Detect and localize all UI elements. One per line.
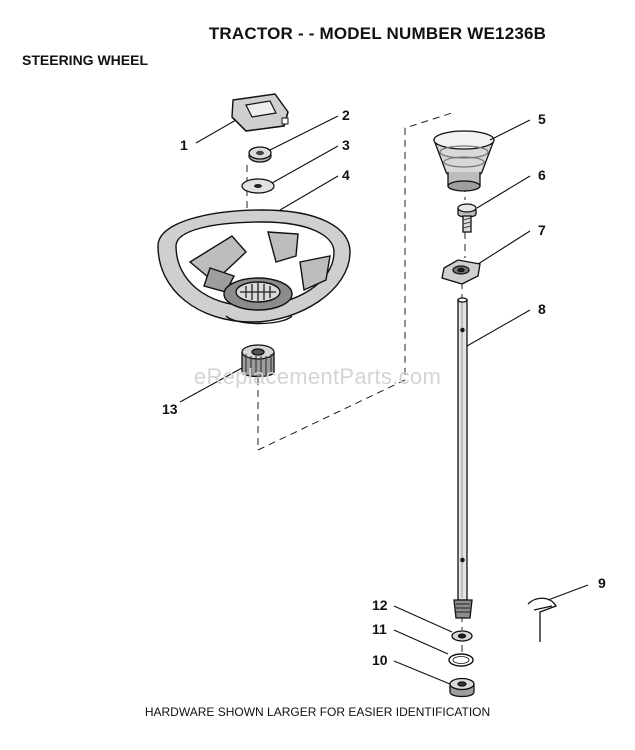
callout-6: 6 [538, 167, 546, 183]
callout-12: 12 [372, 597, 388, 613]
part-retaining-ring [448, 653, 474, 667]
part-cap [231, 93, 289, 132]
callout-10: 10 [372, 652, 388, 668]
part-adapter [241, 344, 275, 378]
part-bolt [457, 203, 477, 233]
part-lock-nut [449, 677, 475, 698]
assembly-guide-lines [246, 111, 466, 655]
part-bushing [441, 259, 481, 285]
part-washer-small [451, 630, 473, 642]
callout-2: 2 [342, 107, 350, 123]
callout-5: 5 [538, 111, 546, 127]
callout-3: 3 [342, 137, 350, 153]
part-nut [248, 146, 272, 163]
watermark: eReplacementParts.com [193, 364, 442, 389]
part-washer [241, 178, 275, 194]
footer-note: HARDWARE SHOWN LARGER FOR EASIER IDENTIF… [144, 705, 491, 719]
callout-11: 11 [372, 621, 387, 637]
section-title: STEERING WHEEL [22, 52, 149, 68]
callout-4: 4 [342, 167, 350, 183]
page-title: TRACTOR - - MODEL NUMBER WE1236B [208, 24, 547, 43]
part-boot [433, 130, 495, 192]
callout-1: 1 [180, 137, 188, 153]
leader-lines [179, 115, 589, 685]
part-steering-wheel [157, 209, 351, 325]
part-steering-shaft [453, 297, 473, 619]
callout-7: 7 [538, 222, 546, 238]
callout-9: 9 [598, 575, 606, 591]
callout-13: 13 [162, 401, 178, 417]
callout-numbers: 1 2 3 4 5 6 7 8 9 10 11 12 13 [162, 107, 606, 668]
callout-8: 8 [538, 301, 546, 317]
part-roll-pin [527, 597, 557, 642]
